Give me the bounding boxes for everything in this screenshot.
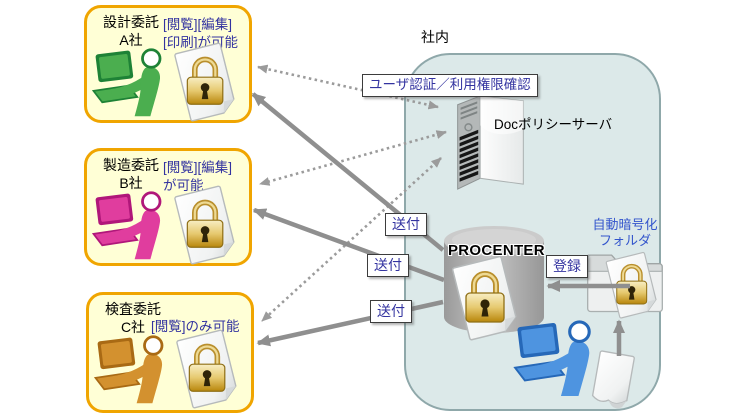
worker-laptop-icon xyxy=(90,191,174,261)
register-label: 登録 xyxy=(546,255,588,278)
company-title: 検査委託 C社 xyxy=(99,300,167,336)
company-title-line: 設計委託 xyxy=(103,14,159,30)
folder-label-line: 自動暗号化 xyxy=(592,217,658,232)
user-auth-label: ユーザ認証／利用権限確認 xyxy=(362,74,538,97)
procenter-label: PROCENTER xyxy=(448,242,545,259)
send-label-b: 送付 xyxy=(367,254,409,277)
doc-policy-server-label: Docポリシーサーバ xyxy=(494,117,613,132)
folder-label-line: フォルダ xyxy=(598,233,651,248)
protected-document-icon xyxy=(168,38,244,122)
company-title: 製造委託 B社 xyxy=(97,156,165,192)
protected-document-icon xyxy=(170,325,246,409)
auto-encrypt-folder-label: 自動暗号化 フォルダ xyxy=(584,217,666,249)
send-label-c: 送付 xyxy=(370,300,412,323)
permission-line: [閲覧]のみ可能 xyxy=(151,319,240,334)
protected-document-icon xyxy=(601,248,664,319)
internal-zone-label: 社内 xyxy=(421,29,449,45)
worker-laptop-icon xyxy=(92,335,176,405)
company-title-line: B社 xyxy=(119,175,143,191)
send-label-a: 送付 xyxy=(385,213,427,236)
company-title: 設計委託 A社 xyxy=(97,13,165,49)
doc-policy-server-icon xyxy=(444,92,536,192)
permission-line: [閲覧][編集] xyxy=(163,160,233,175)
company-permission: [閲覧][編集] が可能 xyxy=(163,159,232,195)
company-permission: [閲覧]のみ可能 xyxy=(151,318,240,336)
company-title-line: A社 xyxy=(119,32,143,48)
worker-laptop-icon xyxy=(90,48,174,118)
permission-line: [閲覧][編集] xyxy=(163,17,233,32)
protected-document-icon xyxy=(168,181,244,265)
plain-document-icon xyxy=(585,349,643,409)
permission-line: が可能 xyxy=(163,178,204,193)
company-box-c: 検査委託 C社 [閲覧]のみ可能 xyxy=(86,292,254,413)
company-title-line: C社 xyxy=(120,319,146,335)
company-title-line: 製造委託 xyxy=(103,157,159,173)
company-box-b: 製造委託 B社 [閲覧][編集] が可能 xyxy=(84,148,252,266)
company-title-line: 検査委託 xyxy=(105,301,161,317)
company-box-a: 設計委託 A社 [閲覧][編集] [印刷]が可能 xyxy=(84,5,252,123)
